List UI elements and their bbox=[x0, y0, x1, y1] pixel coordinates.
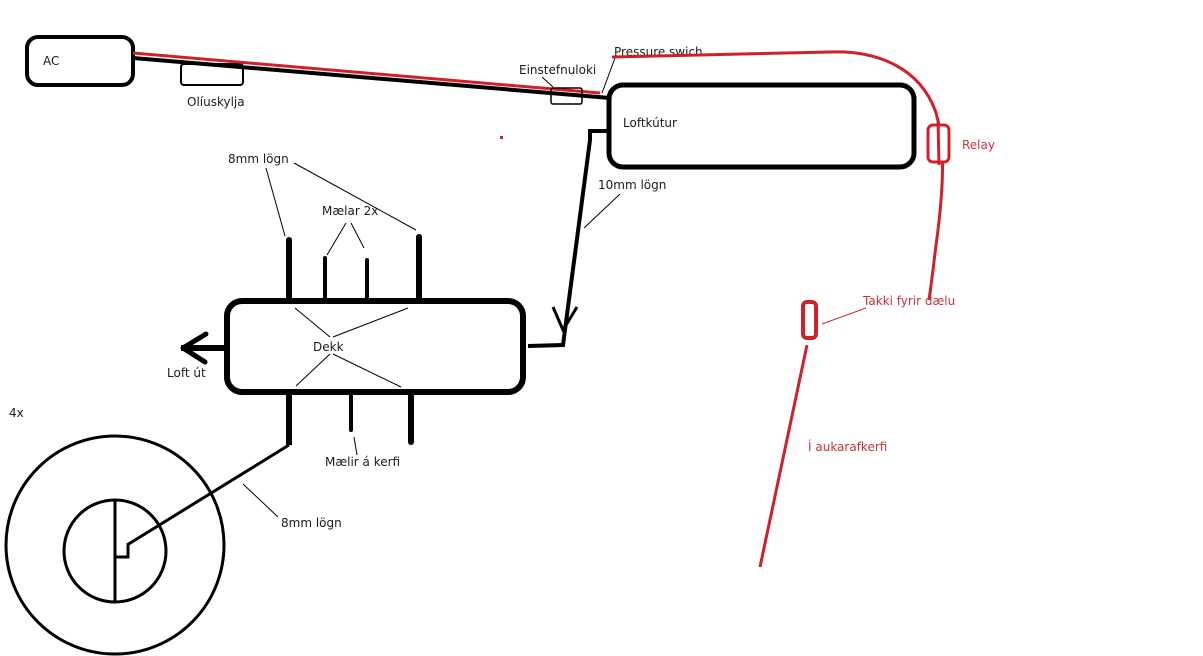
wheel-outer bbox=[4, 434, 226, 656]
manifold-label: Dekk bbox=[313, 340, 344, 354]
pressure-switch-leader bbox=[601, 57, 616, 94]
manifold-leader-3 bbox=[295, 353, 331, 387]
ac-wire bbox=[132, 51, 601, 95]
aux-power-label: Í aukarafkerfi bbox=[808, 439, 887, 454]
pump-switch-leader bbox=[821, 307, 867, 325]
manifold-leader-1 bbox=[294, 307, 331, 338]
pressure-switch-wire bbox=[611, 50, 944, 301]
tank-to-manifold-pipe bbox=[527, 129, 609, 348]
system-gauge-leader bbox=[353, 436, 358, 456]
check-valve-label: Einstefnuloki bbox=[519, 63, 596, 77]
wheel-count-label: 4x bbox=[9, 406, 24, 420]
manifold-leader-4 bbox=[332, 353, 402, 388]
pump-switch-label: Takki fyrir dælu bbox=[862, 294, 955, 308]
air-out-label: Loft út bbox=[167, 366, 206, 380]
relay-wire-pass bbox=[936, 119, 941, 166]
system-gauge-label: Mælir á kerfi bbox=[325, 455, 400, 469]
air-tank-box bbox=[606, 82, 917, 170]
manifold-box bbox=[224, 298, 526, 395]
pipe-8mm-top-label: 8mm lögn bbox=[228, 152, 289, 166]
wheel-pipe bbox=[126, 443, 290, 547]
aux-power-wire bbox=[758, 344, 809, 568]
pipe-8mm-leader-left bbox=[265, 167, 286, 237]
pipe-8mm-leader-right bbox=[293, 162, 417, 231]
air-out-arrow-icon bbox=[180, 331, 209, 365]
pipe-10mm-label: 10mm lögn bbox=[598, 178, 666, 192]
air-tank-label: Loftkútur bbox=[623, 116, 677, 130]
arrow-head-manifold-in bbox=[551, 306, 579, 334]
ac-box bbox=[25, 35, 135, 87]
manifold-leader-2 bbox=[332, 307, 409, 338]
stray-dot bbox=[500, 136, 503, 139]
ac-label: AC bbox=[43, 54, 59, 68]
wheel-pipe-leader bbox=[242, 483, 279, 518]
wheel-pipe-label: 8mm lögn bbox=[281, 516, 342, 530]
check-valve-box bbox=[550, 87, 583, 105]
wheel-valve bbox=[115, 545, 130, 559]
oil-cooler-label: Olíuskylja bbox=[187, 95, 245, 109]
relay-label: Relay bbox=[962, 138, 995, 152]
gauges-leader-1 bbox=[326, 222, 347, 256]
check-valve-leader bbox=[541, 76, 554, 88]
ac-to-tank-pipe bbox=[132, 56, 611, 100]
pipe-10mm-leader bbox=[583, 193, 621, 229]
gauges-label: Mælar 2x bbox=[322, 204, 378, 218]
gauges-leader-2 bbox=[350, 222, 365, 249]
pump-switch-box bbox=[801, 300, 818, 340]
